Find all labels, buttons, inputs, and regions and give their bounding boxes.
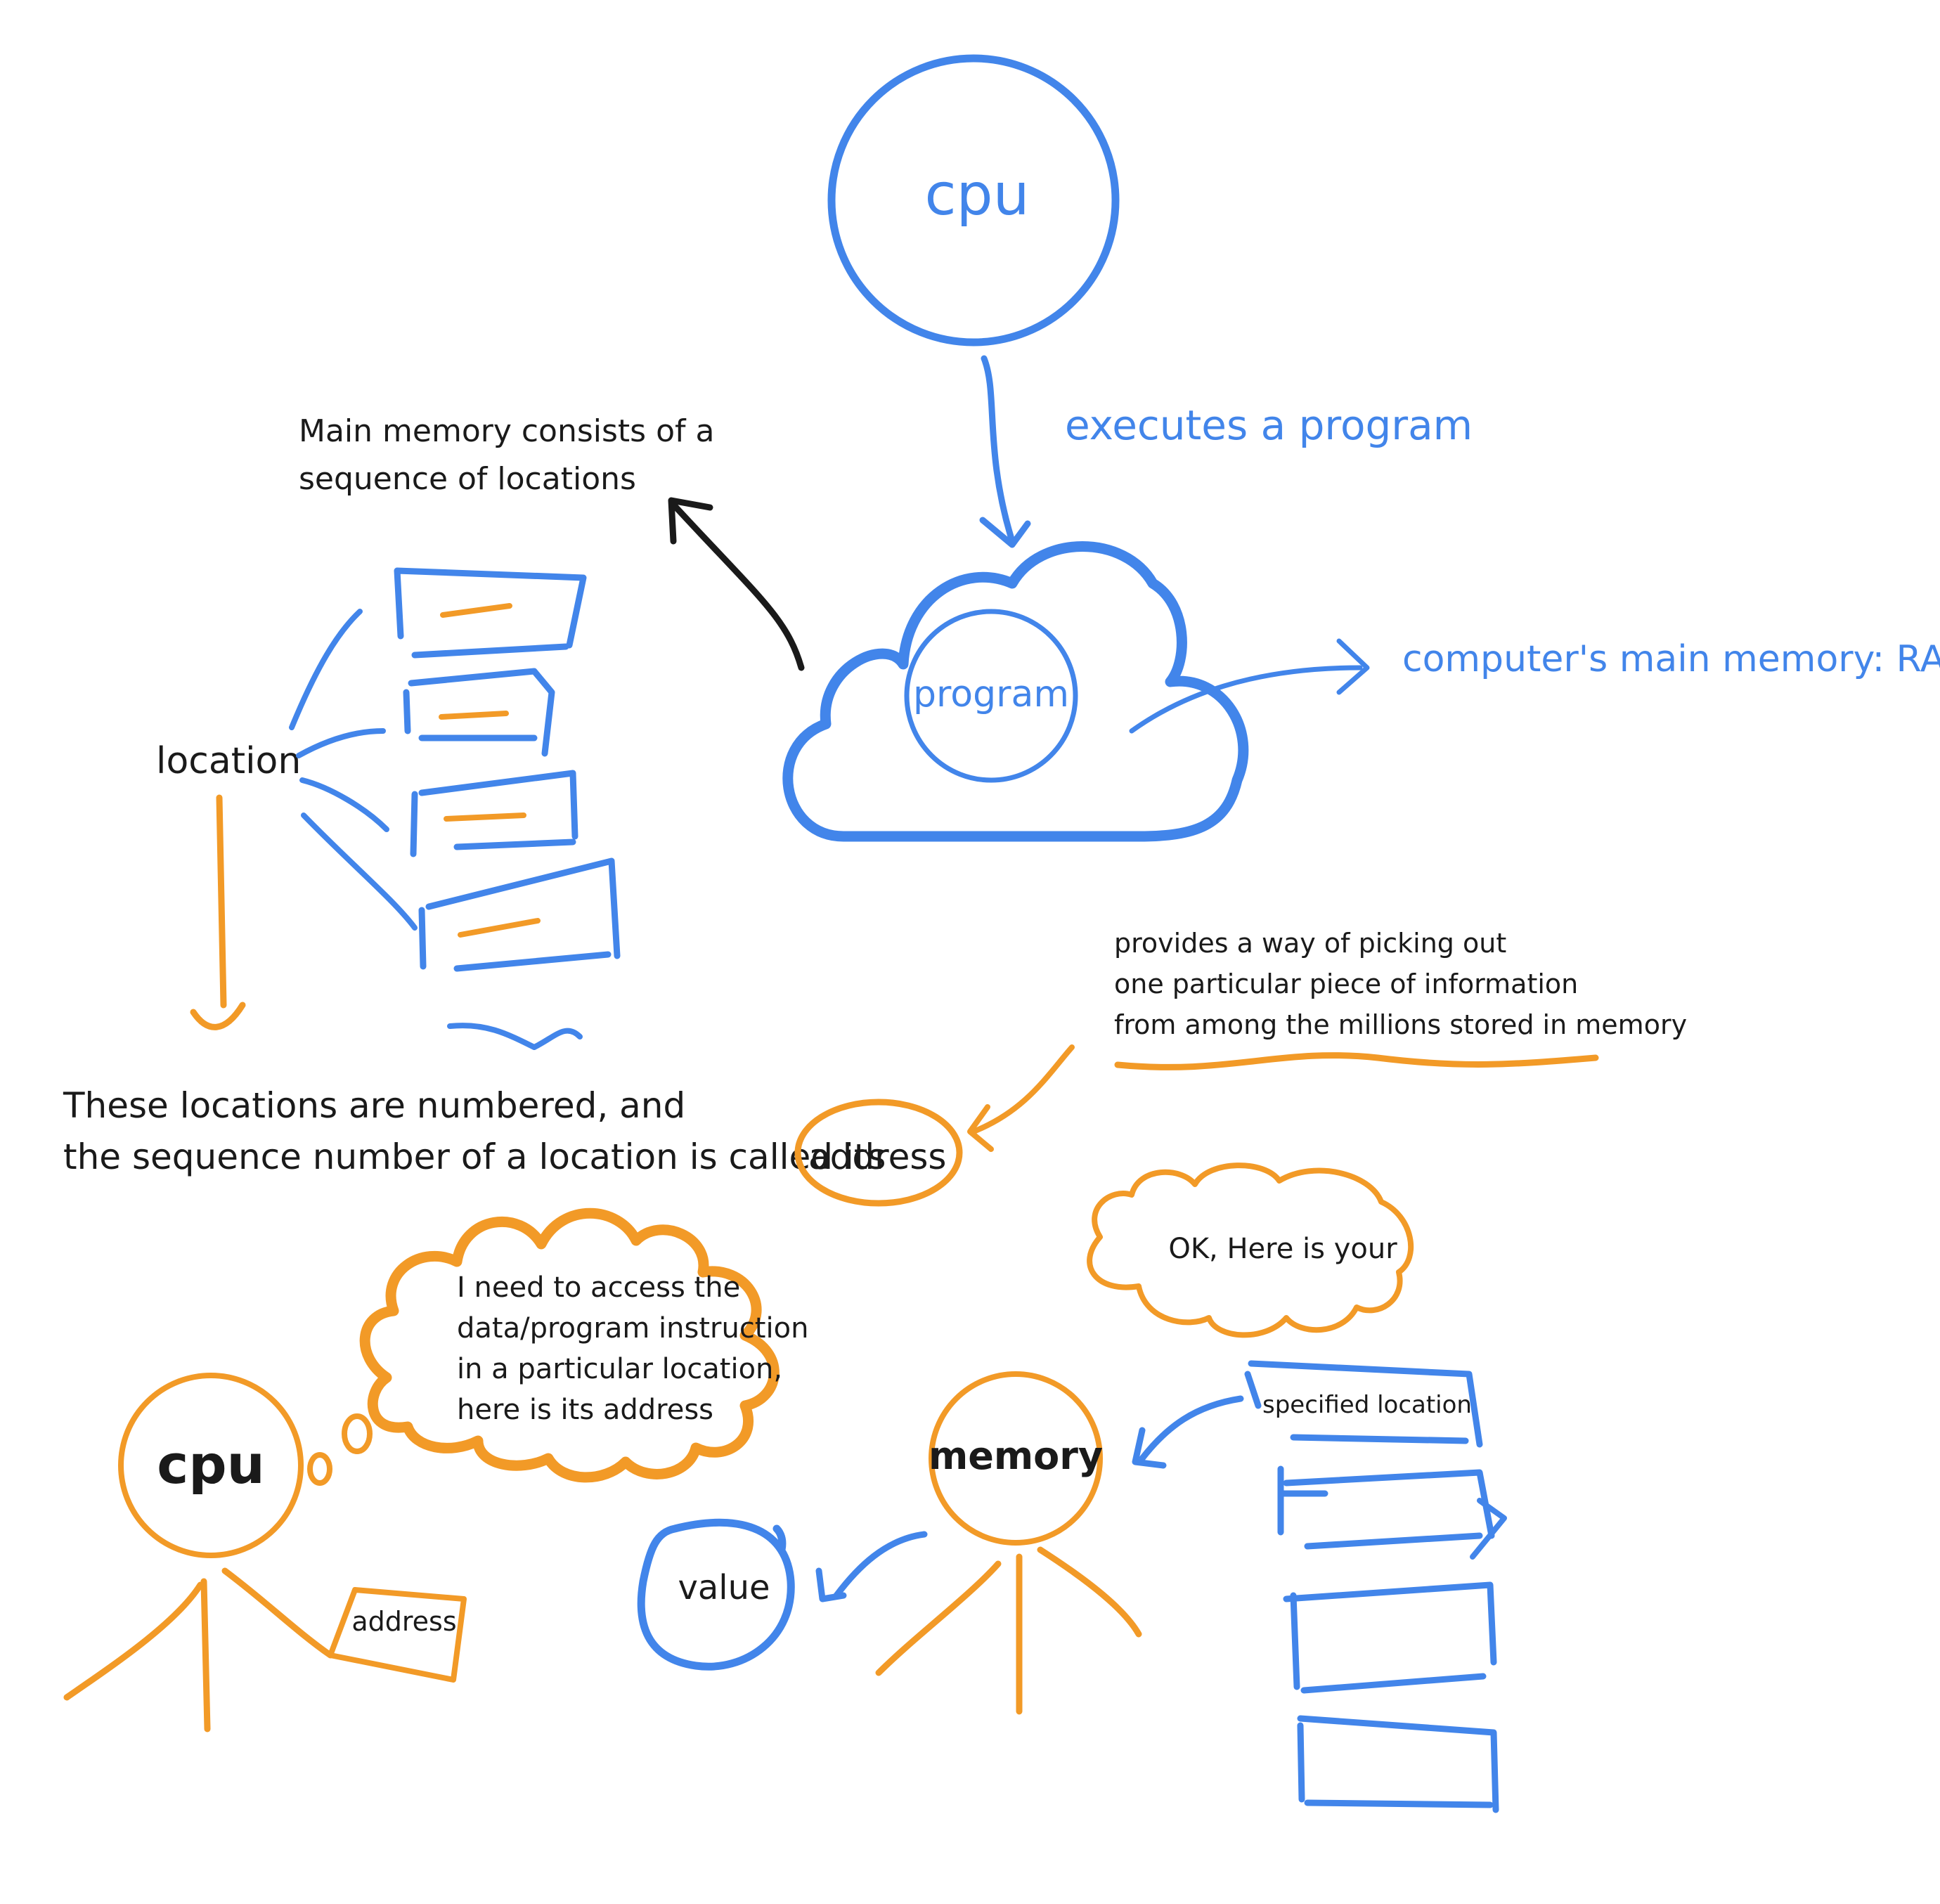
address-card	[328, 1587, 467, 1683]
location-inner-4	[458, 918, 541, 938]
memory-body	[875, 1546, 1142, 1715]
value-label: value	[678, 1568, 770, 1607]
numbered-line2: the sequence number of a location is cal…	[63, 1136, 886, 1177]
bottom-block-2-arrowhead	[1470, 1498, 1507, 1560]
location-inner-1	[440, 603, 512, 618]
memory-reply-text: OK, Here is your	[1168, 1233, 1397, 1265]
provides-to-address-arrowhead	[967, 1104, 994, 1152]
thought-dot-large	[342, 1413, 373, 1454]
main-memory-line2: sequence of locations	[299, 461, 636, 497]
memory-head	[929, 1371, 1103, 1546]
cpu-bubble-line1: I need to access the	[457, 1271, 740, 1304]
bottom-block-2	[1277, 1465, 1495, 1550]
thought-dot-small	[307, 1452, 332, 1486]
location-block-4	[418, 857, 621, 972]
location-connectors	[289, 609, 418, 931]
memory-to-value-arrowhead	[815, 1567, 847, 1602]
specified-location-block	[1244, 1360, 1483, 1448]
location-block-2	[403, 668, 555, 757]
provides-line3: from among the millions stored in memory	[1114, 1009, 1687, 1040]
address-word: address	[808, 1136, 946, 1177]
value-blob	[637, 1518, 795, 1671]
ram-label: computer's main memory: RAM	[1402, 638, 1940, 680]
memory-label: memory	[929, 1434, 1103, 1478]
memory-cloud	[782, 541, 1249, 842]
location-label: location	[156, 740, 301, 782]
location-block-1	[394, 567, 587, 659]
program-circle	[904, 609, 1078, 783]
location-down-arrowhead	[190, 1002, 246, 1030]
memory-reply-bubble	[1087, 1163, 1414, 1338]
cpu-bubble-line4: here is its address	[457, 1394, 713, 1426]
address-ellipse	[794, 1099, 963, 1207]
cpu-bubble-line2: data/program instruction	[457, 1312, 808, 1345]
top-cpu-label: cpu	[924, 162, 1029, 228]
cloud-to-ram-arrow	[1129, 665, 1363, 734]
top-cpu-circle	[827, 54, 1120, 347]
numbered-line1: These locations are numbered, and	[63, 1085, 685, 1126]
location-stack	[394, 567, 621, 1050]
bottom-block-3	[1283, 1581, 1497, 1694]
bottom-cpu-head	[118, 1373, 304, 1558]
provides-to-address-arrow	[971, 1044, 1075, 1134]
specified-to-memory-arrow	[1139, 1395, 1244, 1462]
cloud-to-ram-arrowhead	[1336, 638, 1370, 695]
bottom-block-4	[1297, 1715, 1499, 1813]
provides-underline	[1114, 1052, 1599, 1070]
location-continuation	[447, 1023, 583, 1050]
bottom-cpu-body	[63, 1567, 334, 1733]
location-block-3	[410, 770, 578, 857]
cpu-thought-bubble	[359, 1207, 780, 1483]
cpu-bubble-line3: in a particular location,	[457, 1353, 782, 1385]
location-inner-3	[444, 812, 526, 822]
cpu-to-program-arrow	[981, 355, 1016, 545]
location-inner-2	[439, 711, 509, 720]
cloud-to-main-memory-arrowhead	[668, 497, 713, 545]
specified-location-label: specified location	[1262, 1391, 1472, 1419]
cpu-to-program-arrowhead	[979, 517, 1031, 548]
program-label: program	[913, 673, 1069, 715]
location-down-arrow	[216, 794, 227, 1009]
provides-line2: one particular piece of information	[1114, 969, 1578, 999]
executes-program-label: executes a program	[1065, 401, 1473, 449]
bottom-location-stack: specified location	[1244, 1360, 1507, 1813]
memory-to-value-arrow	[833, 1531, 928, 1599]
main-memory-line1: Main memory consists of a	[299, 413, 714, 449]
cloud-to-main-memory-arrow	[671, 503, 805, 671]
specified-to-memory-arrowhead	[1132, 1427, 1167, 1469]
provides-line1: provides a way of picking out	[1114, 928, 1506, 959]
bottom-cpu-label: cpu	[157, 1433, 265, 1496]
address-card-label: address	[351, 1606, 456, 1637]
